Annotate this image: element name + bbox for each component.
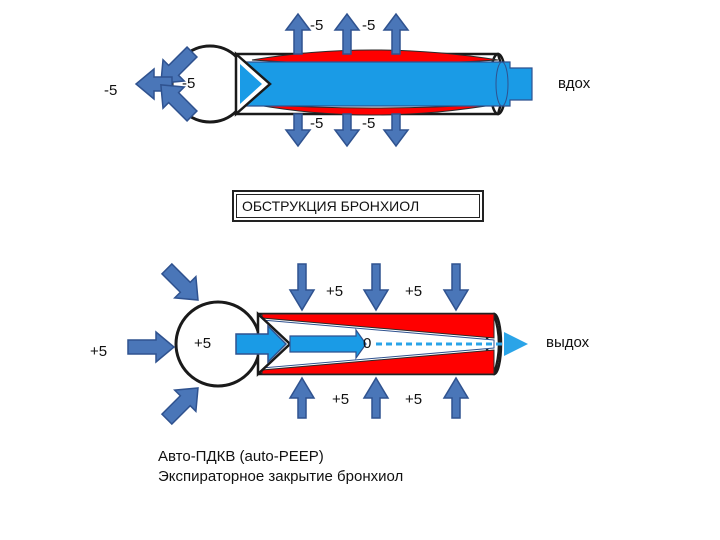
- alveolus-arrow-bottom-downleft: [160, 387, 199, 426]
- flow-label-exhale: выдох: [546, 334, 590, 351]
- compress-arrow-top-2: [362, 263, 390, 312]
- compress-label-top-right: +5: [405, 283, 422, 300]
- title-box: [232, 190, 484, 222]
- alveolus-arrow-bottom-left: [127, 330, 176, 364]
- pressure-label-top-left: -5: [310, 17, 323, 34]
- pressure-arrow-bottom-2: [333, 113, 361, 148]
- outside-pressure-label-bottom: +5: [90, 343, 107, 360]
- flow-label-inhale: вдох: [558, 75, 591, 92]
- diagram-title: ОБСТРУКЦИЯ БРОНХИОЛ: [242, 198, 420, 214]
- alveolar-pressure-label: -5: [182, 75, 195, 92]
- compress-arrow-top-1: [288, 263, 316, 312]
- pressure-label-bottom-left: -5: [310, 115, 323, 132]
- airflow-inhale-arrow: [235, 61, 533, 107]
- alveolar-pressure-label-bottom: +5: [194, 335, 211, 352]
- compress-arrow-bottom-3: [442, 376, 470, 419]
- compress-arrow-bottom-1: [288, 376, 316, 419]
- alveolus-arrow-top-downleft: [160, 84, 199, 123]
- pressure-arrow-top-3: [382, 12, 410, 55]
- pressure-arrow-top-1: [284, 12, 312, 55]
- caption-line-2: Экспираторное закрытие бронхиол: [158, 468, 404, 485]
- exhalation-panel: +5 +5 +5 +5 +5 +5 0 выдох: [90, 262, 590, 426]
- pressure-label-bottom-right: -5: [362, 115, 375, 132]
- pressure-arrow-bottom-3: [382, 113, 410, 148]
- compress-arrow-top-3: [442, 263, 470, 312]
- pressure-label-top-right: -5: [362, 17, 375, 34]
- narrowing-airflow-arrow: [289, 328, 367, 360]
- equal-pressure-point-label: 0: [363, 335, 371, 352]
- compress-label-bottom-right: +5: [405, 391, 422, 408]
- inhalation-panel: -5 -5 -5 -5 -5 -5 вдох: [104, 12, 591, 148]
- compress-arrow-bottom-2: [362, 376, 390, 419]
- compress-label-top-left: +5: [326, 283, 343, 300]
- compress-label-bottom-left: +5: [332, 391, 349, 408]
- caption-line-1: Авто-ПДКВ (auto-PEEP): [158, 448, 324, 465]
- trapped-air-arrow: [235, 324, 288, 364]
- pressure-arrow-bottom-1: [284, 113, 312, 148]
- alveolus-arrow-bottom-upleft: [160, 262, 199, 301]
- pressure-arrow-top-2: [333, 12, 361, 55]
- outside-pressure-label: -5: [104, 82, 117, 99]
